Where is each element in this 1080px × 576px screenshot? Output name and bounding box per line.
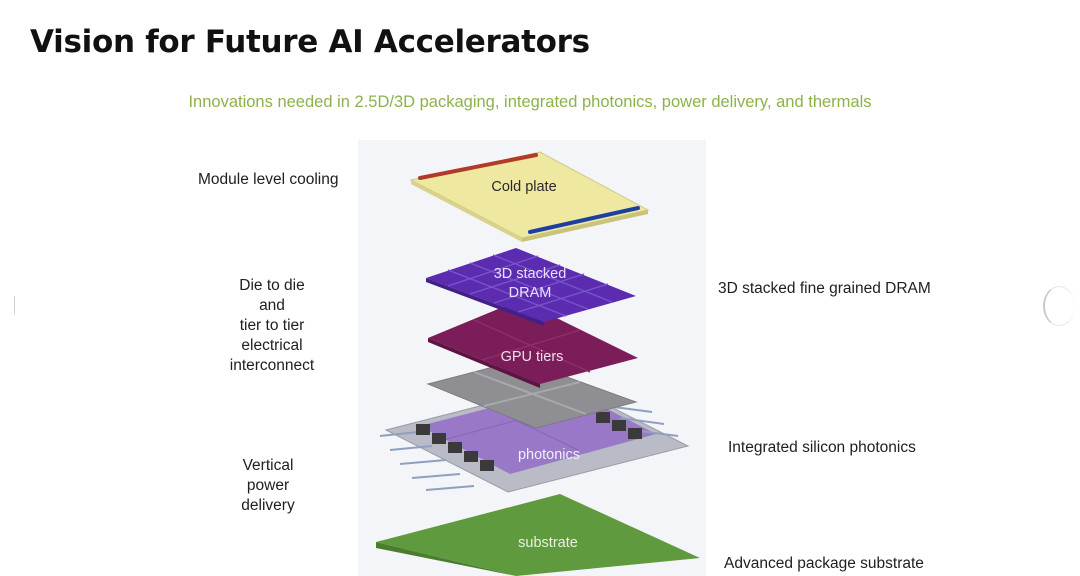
optical-engine-right xyxy=(596,412,642,439)
label-interconnect-line5: interconnect xyxy=(229,357,315,374)
label-power-delivery: Vertical power delivery xyxy=(218,456,318,516)
label-interconnect-line4: electrical xyxy=(241,337,303,354)
coolant-inlet xyxy=(418,153,538,180)
cold-plate-layer: Cold plate xyxy=(409,151,650,242)
dram-layer: 3D stacked DRAM xyxy=(426,248,636,326)
slide-title: Vision for Future AI Accelerators xyxy=(30,24,590,60)
substrate-layer: substrate xyxy=(376,494,700,576)
label-power-line3: delivery xyxy=(241,497,295,514)
label-interconnect: Die to die and tier to tier electrical i… xyxy=(212,276,332,376)
next-slide-button[interactable] xyxy=(1043,286,1075,326)
label-power-line2: power xyxy=(246,477,290,494)
gpu-tiers-label: GPU tiers xyxy=(501,349,564,365)
label-photonics: Integrated silicon photonics xyxy=(728,439,916,456)
label-interconnect-line2: and xyxy=(259,297,285,314)
label-module-cooling: Module level cooling xyxy=(198,171,339,188)
gray-interposer-layer xyxy=(426,359,638,429)
gpu-tiers-layer: GPU tiers xyxy=(428,300,638,388)
label-interconnect-line3: tier to tier xyxy=(239,317,305,334)
label-substrate: Advanced package substrate xyxy=(724,555,924,572)
slide-subtitle: Innovations needed in 2.5D/3D packaging,… xyxy=(188,93,872,111)
substrate-label: substrate xyxy=(518,535,578,551)
photonic-fiber-left xyxy=(379,431,475,491)
coolant-outlet xyxy=(528,206,640,234)
label-interconnect-line1: Die to die xyxy=(239,277,305,294)
label-power-line1: Vertical xyxy=(242,457,294,474)
cold-plate-label: Cold plate xyxy=(491,179,556,195)
photonics-label: photonics xyxy=(518,447,580,463)
left-edge-marker xyxy=(14,296,17,314)
label-dram: 3D stacked fine grained DRAM xyxy=(718,280,931,297)
dram-label-line1: 3D stacked xyxy=(494,266,567,282)
optical-engine-left xyxy=(416,424,494,471)
dram-label-line2: DRAM xyxy=(509,285,552,301)
